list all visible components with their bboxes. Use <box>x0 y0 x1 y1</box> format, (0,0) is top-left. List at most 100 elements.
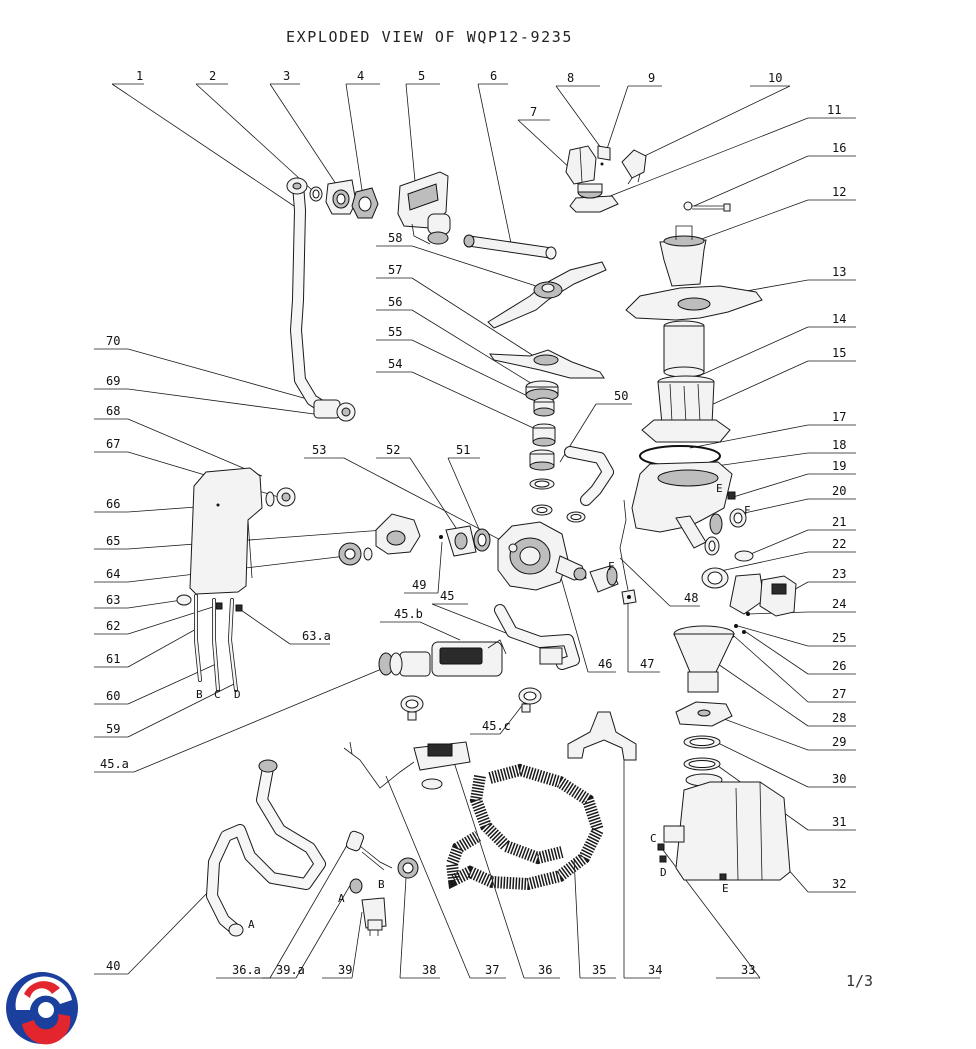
part-number-label: 15 <box>832 346 846 360</box>
leader-pointer <box>127 663 217 705</box>
leader-pointer <box>345 83 363 191</box>
part-66-tank <box>189 467 263 595</box>
part-number-label: 55 <box>388 325 402 339</box>
part-63-clip <box>176 594 192 606</box>
part-number-label: 61 <box>106 652 120 666</box>
part-number-label: 24 <box>832 597 846 611</box>
part-number-label: 4 <box>357 69 364 83</box>
part-54-sleeve <box>532 423 556 447</box>
part-number-label: 65 <box>106 534 120 548</box>
leader-pointer <box>737 625 809 647</box>
part-number-label: 45.c <box>482 719 511 733</box>
part-number-label: 63.a <box>302 629 331 643</box>
part-20-clamp <box>704 508 747 556</box>
part-38-ring <box>397 857 419 879</box>
leader-pointer <box>447 457 483 537</box>
leader-pointer <box>477 83 513 249</box>
leader-pointer <box>517 119 573 171</box>
part-21-clamp <box>734 550 754 562</box>
part-number-label: 48 <box>684 591 698 605</box>
leader-pointer <box>127 885 215 975</box>
part-number-label: 70 <box>106 334 120 348</box>
leader-pointer <box>269 83 337 185</box>
part-number-label: 45.b <box>394 607 423 621</box>
part-number-label: 32 <box>832 877 846 891</box>
part-40-inlet-hose <box>206 759 326 937</box>
part-19-clip <box>727 491 736 500</box>
part-number-label: 18 <box>832 438 846 452</box>
leader-pointer <box>127 388 345 419</box>
part-14-15-mesh <box>641 375 731 443</box>
part-number-label: 16 <box>832 141 846 155</box>
part-number-label: 67 <box>106 437 120 451</box>
leader-pointer <box>699 360 809 411</box>
leader-pointer <box>605 85 629 153</box>
part-number-label: 53 <box>312 443 326 457</box>
part-number-label: 9 <box>648 71 655 85</box>
leader-pointer <box>559 573 589 673</box>
part-number-label: 51 <box>456 443 470 457</box>
part-9-clip <box>597 145 611 166</box>
part-number-label: 36 <box>538 963 552 977</box>
part-number-label: 47 <box>640 657 654 671</box>
part-number-label: 7 <box>530 105 537 119</box>
part-number-label: 68 <box>106 404 120 418</box>
leader-pointer <box>733 635 809 703</box>
part-39-inlet-valve <box>349 878 387 936</box>
part-28-funnel <box>673 625 735 693</box>
leader-pointer <box>689 424 809 449</box>
part-number-label: 58 <box>388 231 402 245</box>
leader-pointer <box>437 541 443 594</box>
part-number-label: 54 <box>388 357 402 371</box>
part-36-switch <box>343 741 471 790</box>
leader-pointer <box>133 667 385 773</box>
part-45-c-clamps <box>400 687 542 721</box>
leader-pointer <box>127 627 199 668</box>
part-number-label: 26 <box>832 659 846 673</box>
leader-pointer <box>689 326 809 381</box>
leader-pointer <box>411 245 537 287</box>
part-49-screw <box>439 535 443 539</box>
part-number-label: 39 <box>338 963 352 977</box>
leader-pointer <box>715 551 809 573</box>
leader-pointer <box>405 83 417 193</box>
leader-pointer <box>399 877 407 979</box>
part-65-cover <box>375 513 421 555</box>
connector-letter: C <box>214 688 221 701</box>
part-number-label: 46 <box>598 657 612 671</box>
part-number-label: 45 <box>440 589 454 603</box>
page-number: 1/3 <box>846 972 874 990</box>
part-number-label: 69 <box>106 374 120 388</box>
leader-pointer <box>631 85 791 163</box>
leader-pointer <box>729 473 809 499</box>
part-46-circulation-pump <box>497 521 587 591</box>
part-48-wire <box>619 499 629 591</box>
connector-letter: B <box>378 878 385 891</box>
part-50-clamp <box>529 478 586 523</box>
part-5-manifold <box>397 171 451 245</box>
part-number-label: 64 <box>106 567 120 581</box>
part-number-label: 10 <box>768 71 782 85</box>
part-34-bracket <box>567 711 637 761</box>
leader-pointer <box>411 339 545 405</box>
part-number-label: 36.a <box>232 963 261 977</box>
part-33-clips <box>657 843 727 881</box>
part-48-hose <box>564 446 614 506</box>
connector-letter: A <box>338 892 345 905</box>
part-32-salt-container <box>663 781 791 881</box>
leader-pointer <box>451 755 525 979</box>
part-12-filter <box>625 225 763 321</box>
part-45-hose <box>494 604 580 670</box>
part-36-a-wire <box>345 830 393 871</box>
leader-pointer <box>411 309 543 391</box>
part-56-bearing <box>525 380 559 402</box>
part-64-ring <box>338 542 373 566</box>
connector-letter: D <box>234 688 241 701</box>
part-number-label: 39.a <box>276 963 305 977</box>
part-number-label: 3 <box>283 69 290 83</box>
part-number-label: 30 <box>832 772 846 786</box>
part-number-label: 34 <box>648 963 662 977</box>
part-number-label: 14 <box>832 312 846 326</box>
connector-letter: E <box>716 482 723 495</box>
part-number-label: 19 <box>832 459 846 473</box>
